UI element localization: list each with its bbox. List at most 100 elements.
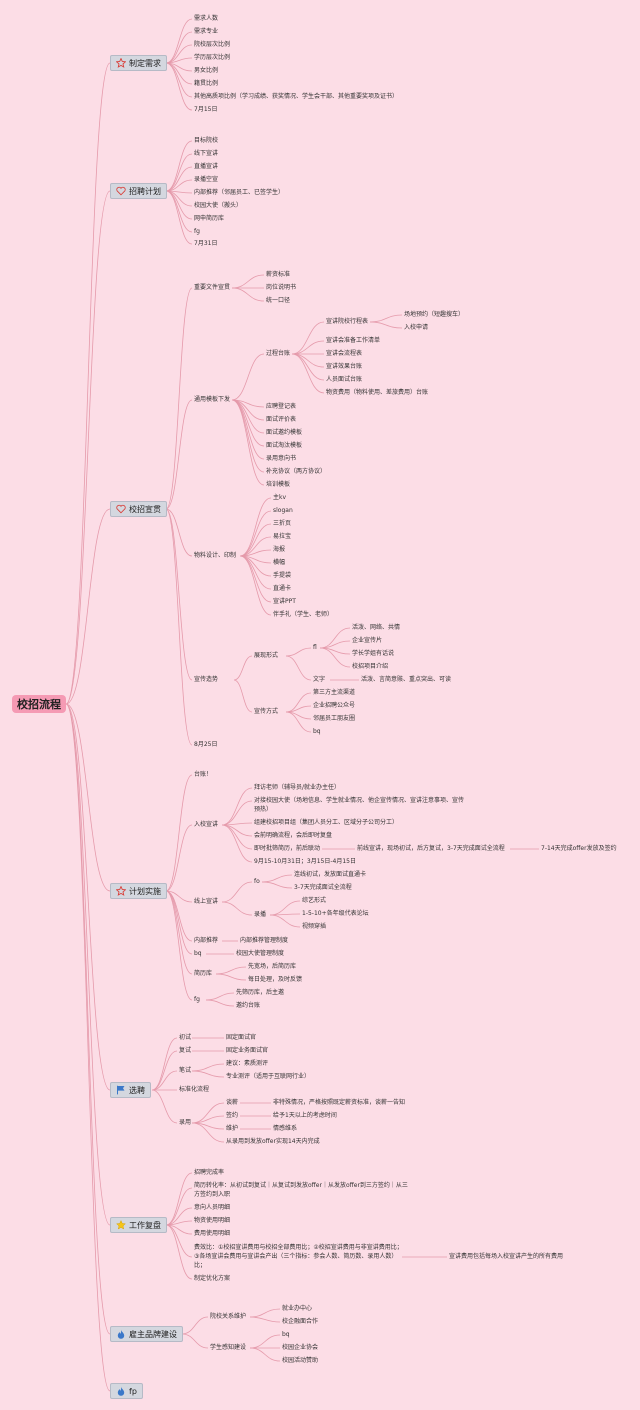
- connector-line: [239, 523, 272, 557]
- node: 宣讲会流程表: [326, 350, 363, 357]
- node: 笔试: [179, 1067, 192, 1074]
- node: 展现形式: [254, 652, 279, 659]
- connector-line: [285, 711, 312, 733]
- node: 8月25日: [194, 741, 218, 748]
- connector-line: [165, 190, 193, 220]
- connector-line: [165, 62, 193, 98]
- node: 3-7天完成面试全流程: [294, 884, 352, 891]
- yellow-star-icon: [116, 1220, 126, 1230]
- connector-line: [231, 274, 265, 289]
- connector-line: [191, 1102, 225, 1124]
- node: 录用: [179, 1119, 192, 1126]
- connector-line: [221, 787, 253, 826]
- blue-flag-icon: [116, 1085, 126, 1095]
- node: 场地预约（短趣搜车）: [404, 311, 465, 318]
- node: 人员面试台账: [326, 376, 363, 383]
- node: 院校关系维护: [210, 1313, 247, 1320]
- heart-outline-icon: [116, 186, 126, 196]
- branch-recruit-plan[interactable]: 招聘计划: [110, 183, 167, 199]
- branch-label: 计划实施: [129, 886, 161, 896]
- branch-fp[interactable]: fp: [110, 1383, 143, 1399]
- connector-line: [165, 508, 193, 746]
- node: 入校申请: [404, 324, 429, 331]
- node: 签约: [226, 1112, 239, 1119]
- connector-line: [369, 314, 403, 323]
- connector-line: [231, 287, 265, 302]
- branch-label: 雇主品牌建设: [129, 1329, 177, 1339]
- connector-line: [291, 353, 325, 381]
- node: 校园企业协会: [282, 1344, 319, 1351]
- heart-outline-icon: [116, 504, 126, 514]
- node: slogan: [273, 507, 293, 514]
- node: bq: [194, 950, 202, 957]
- node: 横幅: [273, 559, 286, 566]
- node: 岗位说明书: [266, 284, 297, 291]
- connector-line: [181, 1316, 209, 1335]
- connector-line: [165, 190, 193, 245]
- node: 1-5-10+各年级代表论坛: [302, 910, 369, 917]
- node: 标准化流程: [179, 1086, 210, 1093]
- node: 校企融面合作: [282, 1318, 319, 1325]
- node: 预热）: [254, 806, 273, 813]
- node: 每日处理，及时反馈: [248, 976, 303, 983]
- node: 学历层次比例: [194, 54, 231, 61]
- node: 先筛历库，后主邀: [236, 989, 285, 996]
- node: 宣讲费用包括每场入校宣讲产生的所有费用: [449, 1253, 564, 1260]
- connector-line: [369, 321, 403, 329]
- node: 校园大使管理制度: [236, 950, 285, 957]
- connector-line: [165, 1187, 193, 1226]
- node: 需求专业: [194, 28, 219, 35]
- branch-review[interactable]: 工作复盘: [110, 1217, 167, 1233]
- node: 学长学姐有话说: [352, 650, 395, 657]
- node: 比；: [194, 1262, 207, 1269]
- branch-employer-brand[interactable]: 雇主品牌建设: [110, 1326, 183, 1342]
- connector-line: [319, 627, 351, 649]
- connector-line: [221, 901, 253, 916]
- node: 内部推荐: [194, 937, 219, 944]
- connector-line: [291, 340, 325, 355]
- connector-line: [269, 914, 301, 928]
- node: 第三方主流渠道: [313, 689, 356, 696]
- connector-line: [249, 1334, 281, 1349]
- node: 就业办中心: [282, 1305, 313, 1312]
- connector-line: [285, 655, 312, 681]
- node: 7-14天完成offer发放及签约: [541, 845, 617, 852]
- connector-line: [191, 1063, 225, 1072]
- node: 目标院校: [194, 137, 219, 144]
- connector-line: [239, 510, 272, 557]
- connector-line: [249, 1347, 281, 1362]
- connector-line: [151, 1050, 178, 1091]
- node: 伴手礼（学生、老师）: [273, 611, 334, 618]
- node: 宣讲会准备工作清单: [326, 337, 381, 344]
- branch-selection[interactable]: 选聘: [110, 1082, 151, 1098]
- root-node[interactable]: 校招流程: [12, 695, 66, 713]
- node: 三折页: [273, 520, 292, 527]
- branch-make-demand[interactable]: 制定需求: [110, 55, 167, 71]
- branch-plan-execution[interactable]: 计划实施: [110, 883, 167, 899]
- node: 学生感知建设: [210, 1344, 247, 1351]
- connector-line: [165, 153, 193, 192]
- branch-label: 校招宣贯: [129, 504, 161, 514]
- node: 固定面试官: [226, 1034, 257, 1041]
- connector-line: [233, 655, 253, 681]
- connector-line: [231, 399, 265, 486]
- node: 易拉宝: [273, 533, 292, 540]
- node: 连线初试，发放面试直通卡: [294, 871, 367, 878]
- connector-line: [151, 1089, 178, 1124]
- node: 给予1天以上的考虑时间: [273, 1112, 337, 1119]
- connector-line: [215, 966, 247, 975]
- branch-campus-promotion[interactable]: 校招宣贯: [110, 501, 167, 517]
- node: 邀约台账: [236, 1002, 261, 1009]
- node: 文字: [313, 676, 326, 683]
- node: 直播宣讲: [194, 163, 219, 170]
- branch-label: 制定需求: [129, 58, 161, 68]
- node: 面试邀约模板: [266, 429, 303, 436]
- branch-label: 工作复盘: [129, 1220, 161, 1230]
- node: 统一口径: [266, 297, 291, 304]
- node: 简历库: [194, 970, 213, 977]
- connector-line: [165, 166, 193, 192]
- connector-line: [221, 800, 253, 826]
- connector-line: [249, 1308, 281, 1318]
- node: 海报: [273, 546, 286, 553]
- connector-line: [165, 774, 193, 892]
